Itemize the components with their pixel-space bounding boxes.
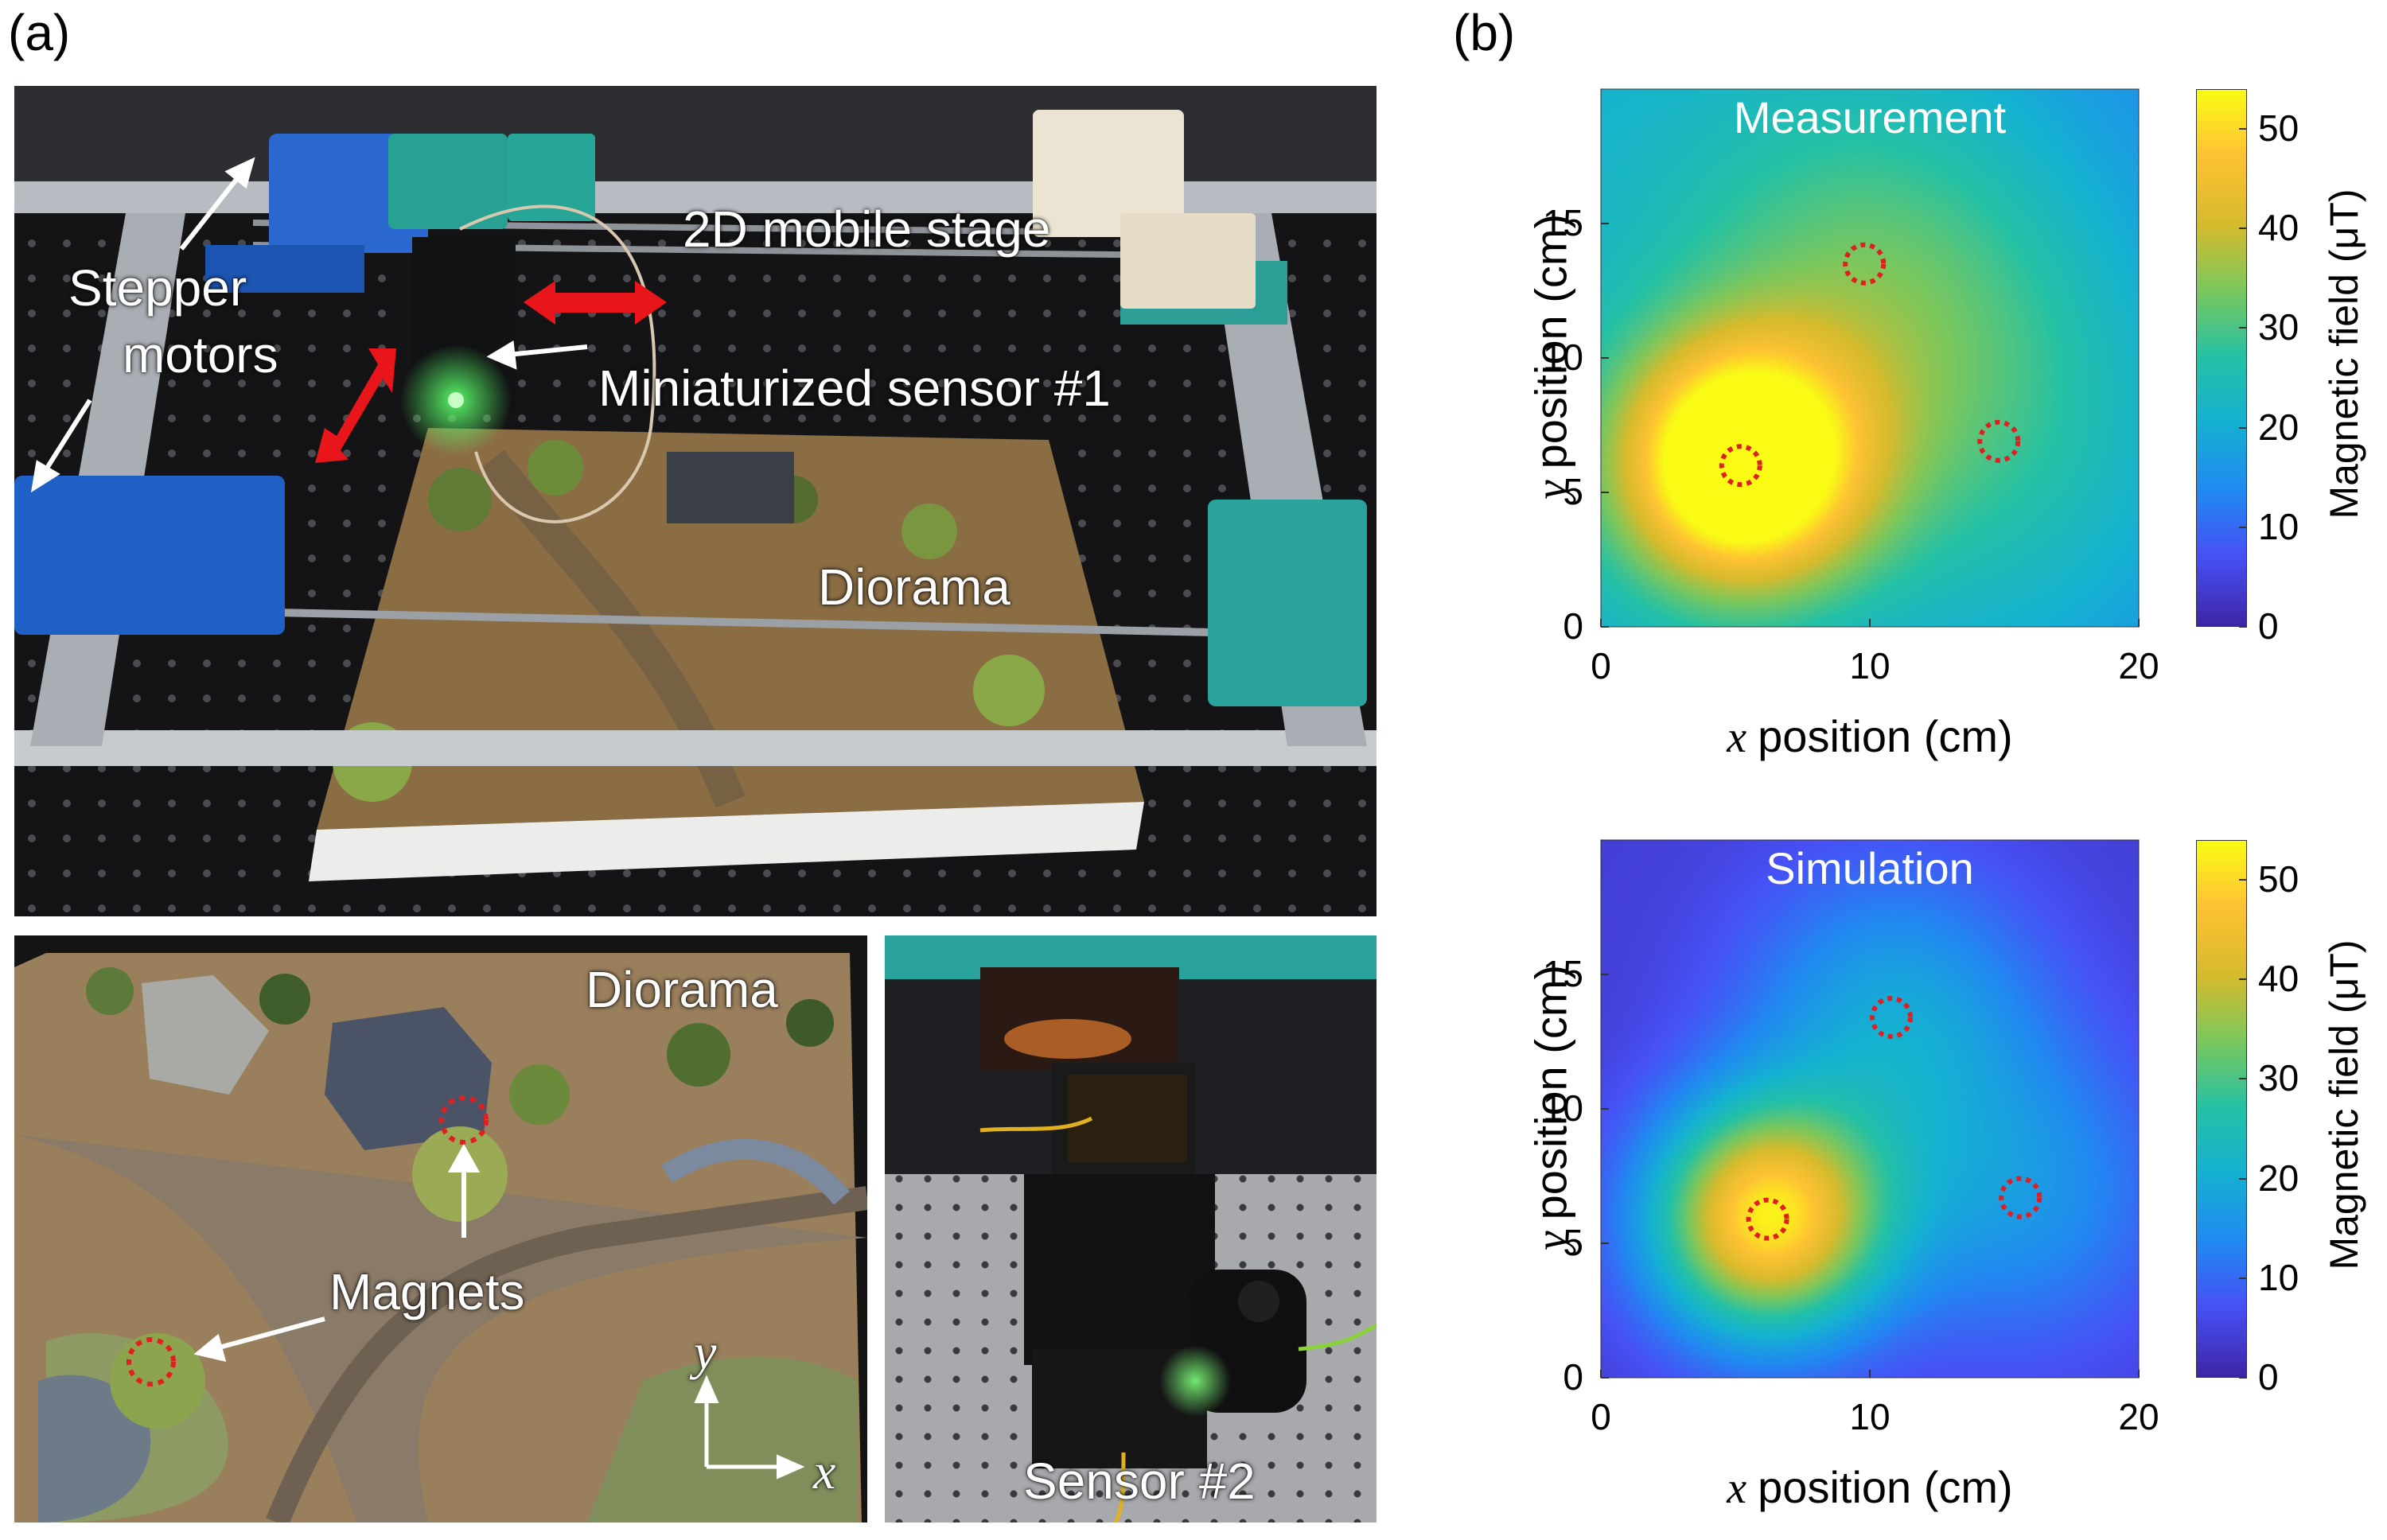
y-tick-label: 10 (1542, 336, 1583, 378)
colorbar-tick-label: 40 (2258, 958, 2299, 1000)
x-tick-label: 0 (1591, 1396, 1611, 1437)
label-2d-mobile-stage: 2D mobile stage (683, 200, 1051, 258)
colorbar-tick-mark (2239, 978, 2247, 981)
y-axis-title: y position (cm) (1525, 213, 1577, 500)
magnet-marker (1719, 444, 1762, 488)
magnet-marker (127, 1337, 176, 1386)
colorbar-tick-mark (2239, 1277, 2247, 1279)
colorbar-tick-label: 40 (2258, 207, 2299, 249)
colorbar-tick-label: 30 (2258, 306, 2299, 348)
x-tick-label: 0 (1591, 645, 1611, 686)
colorbar-tick-mark (2239, 128, 2247, 130)
y-tick-label: 5 (1563, 1222, 1583, 1263)
colorbar (2196, 840, 2247, 1378)
colorbar-label: Magnetic field (μT) (2322, 939, 2366, 1270)
label-axis-x: x (813, 1443, 836, 1499)
heatmap-overlay (1600, 88, 2140, 628)
colorbar-tick-label: 10 (2258, 505, 2299, 547)
colorbar-tick-label: 50 (2258, 107, 2299, 150)
colorbar-tick-mark (2239, 1377, 2247, 1379)
x-tick-label: 10 (1849, 645, 1891, 686)
colorbar-tick-mark (2239, 426, 2247, 429)
label-miniaturized-sensor-1: Miniaturized sensor #1 (598, 360, 1111, 417)
label-sensor-2: Sensor #2 (1023, 1452, 1256, 1510)
colorbar-tick-label: 0 (2258, 1356, 2279, 1398)
y-tick-label: 5 (1563, 471, 1583, 512)
label-motors: motors (123, 326, 278, 383)
panel-label-b: (b) (1453, 4, 1516, 61)
label-axis-y: y (694, 1324, 717, 1380)
x-tick-label: 20 (2118, 1396, 2159, 1437)
colorbar-tick-mark (2239, 526, 2247, 528)
magnet-marker (1746, 1197, 1789, 1241)
magnet-marker (1843, 242, 1887, 286)
x-axis-title: x position (cm) (1727, 1462, 2013, 1513)
colorbar (2196, 89, 2247, 627)
label-magnets: Magnets (329, 1263, 525, 1320)
heatmap-image (1601, 89, 2139, 627)
heatmap-title: Simulation (1766, 843, 1974, 893)
y-axis-title: y position (cm) (1525, 964, 1577, 1251)
heatmap-image (1601, 840, 2139, 1378)
colorbar-tick-label: 10 (2258, 1256, 2299, 1298)
plot-frame (1600, 839, 2140, 1379)
colorbar-tick-label: 20 (2258, 1157, 2299, 1199)
red-double-arrow-vertical (315, 348, 396, 463)
plot-frame (1600, 88, 2140, 628)
red-double-arrow-horizontal (524, 281, 667, 325)
diorama-photo (14, 935, 867, 1522)
y-tick-label: 10 (1542, 1087, 1583, 1129)
magnet-marker (1870, 996, 1914, 1040)
x-tick-label: 20 (2118, 645, 2159, 686)
y-tick-label: 15 (1542, 202, 1583, 243)
colorbar-tick-mark (2239, 1078, 2247, 1080)
magnet-marker (1999, 1176, 2042, 1219)
colorbar-tick-mark (2239, 228, 2247, 230)
colorbar-tick-mark (2239, 327, 2247, 329)
heatmap-title: Measurement (1733, 92, 2007, 142)
heatmap-overlay (1600, 839, 2140, 1379)
y-tick-label: 0 (1563, 1356, 1583, 1398)
colorbar-tick-label: 30 (2258, 1057, 2299, 1099)
magnet-marker (439, 1095, 489, 1145)
panel-label-a: (a) (8, 4, 71, 61)
x-tick-label: 10 (1849, 1396, 1891, 1437)
stage-photo (14, 86, 1377, 916)
label-stepper: Stepper (68, 259, 247, 317)
colorbar-tick-mark (2239, 1177, 2247, 1180)
colorbar-tick-mark (2239, 879, 2247, 881)
x-axis-title: x position (cm) (1727, 711, 2013, 762)
y-tick-label: 15 (1542, 953, 1583, 994)
colorbar-tick-label: 50 (2258, 858, 2299, 900)
label-diorama-top: Diorama (818, 558, 1010, 616)
colorbar-label: Magnetic field (μT) (2322, 189, 2366, 519)
colorbar-tick-mark (2239, 626, 2247, 628)
magnet-marker (1977, 419, 2021, 463)
colorbar-tick-label: 20 (2258, 406, 2299, 448)
colorbar-tick-label: 0 (2258, 605, 2279, 647)
label-diorama-bottom: Diorama (586, 961, 778, 1018)
sensor2-photo (885, 935, 1377, 1522)
y-tick-label: 0 (1563, 605, 1583, 647)
